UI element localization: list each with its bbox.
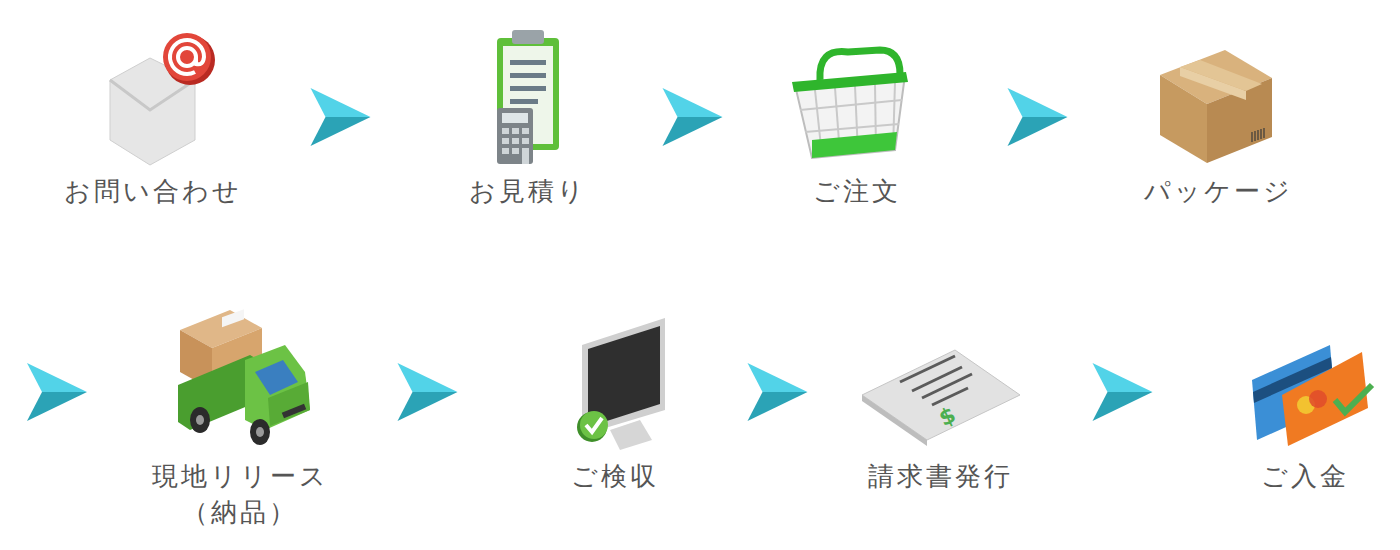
mail-icon (110, 33, 215, 165)
step-label: ご入金 (1185, 458, 1400, 494)
flow-arrow (311, 88, 371, 146)
truck-icon (178, 309, 310, 445)
step-label: 現地リリース （納品） (149, 458, 331, 531)
estimate-icon (497, 30, 559, 164)
flow-arrow (398, 363, 458, 421)
step-node: ご検収 (495, 458, 735, 494)
cards-icon (1252, 345, 1372, 446)
flow-arrow (748, 363, 808, 421)
step-node: ご注文 (737, 173, 977, 209)
step-node: お問い合わせ (33, 173, 273, 209)
step-label: ご検収 (495, 458, 735, 494)
flow-arrow (1093, 363, 1153, 421)
step-label: パッケージ (1098, 173, 1338, 209)
package-icon (1160, 50, 1272, 163)
step-label: 請求書発行 (820, 458, 1060, 494)
svg-text:$: $ (935, 402, 959, 431)
step-label: ご注文 (737, 173, 977, 209)
step-node: 請求書発行 (820, 458, 1060, 494)
flow-arrow (1008, 88, 1068, 146)
monitor-icon (577, 318, 665, 450)
step-node: お見積り (408, 173, 648, 209)
invoice-icon: $ (862, 350, 1020, 446)
flow-arrow (27, 363, 87, 421)
step-node: ご入金 (1185, 458, 1400, 494)
step-label: お見積り (408, 173, 648, 209)
basket-icon (792, 50, 908, 158)
step-node: 現地リリース （納品） (149, 458, 331, 531)
step-label: お問い合わせ (33, 173, 273, 209)
flow-arrow (663, 88, 723, 146)
step-node: パッケージ (1098, 173, 1338, 209)
